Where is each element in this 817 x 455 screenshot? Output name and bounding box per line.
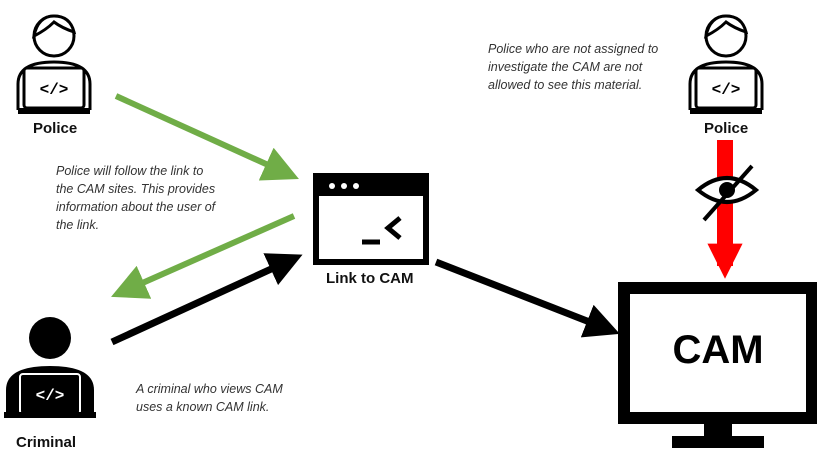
note-line: Police will follow the link to [56,164,204,178]
police-left-icon: </> [16,14,92,114]
criminal-icon: </> [4,317,96,418]
code-brackets-icon: </> [36,387,65,405]
note-not-assigned: Police who are not assigned to investiga… [488,40,658,94]
note-line: the CAM sites. This provides [56,182,216,196]
note-line: investigate the CAM are not [488,60,643,74]
terminal-window-icon [313,173,429,265]
link-to-cam-label: Link to CAM [326,270,414,287]
note-criminal-views: A criminal who views CAM uses a known CA… [136,380,283,416]
code-brackets-icon: </> [40,81,69,99]
eye-slash-icon [694,164,760,222]
arrow-link-to-criminal [111,213,296,299]
arrow-link-to-cam [434,258,620,338]
note-police-follow: Police will follow the link to the CAM s… [56,162,215,234]
police-right-label: Police [704,120,749,137]
note-line: allowed to see this material. [488,78,643,92]
police-left-label: Police [33,120,78,137]
note-line: Police who are not assigned to [488,42,659,56]
arrow-police-to-link [114,93,299,181]
note-line: uses a known CAM link. [136,400,270,414]
note-line: the link. [56,218,100,232]
criminal-label: Criminal [16,434,77,451]
police-right-icon: </> [688,14,764,114]
note-line: A criminal who views CAM [136,382,283,396]
arrow-criminal-to-link [110,253,303,346]
note-line: information about the user of [56,200,216,214]
code-brackets-icon: </> [712,81,741,99]
cam-screen-label: CAM [672,328,764,372]
monitor-icon [618,282,817,448]
